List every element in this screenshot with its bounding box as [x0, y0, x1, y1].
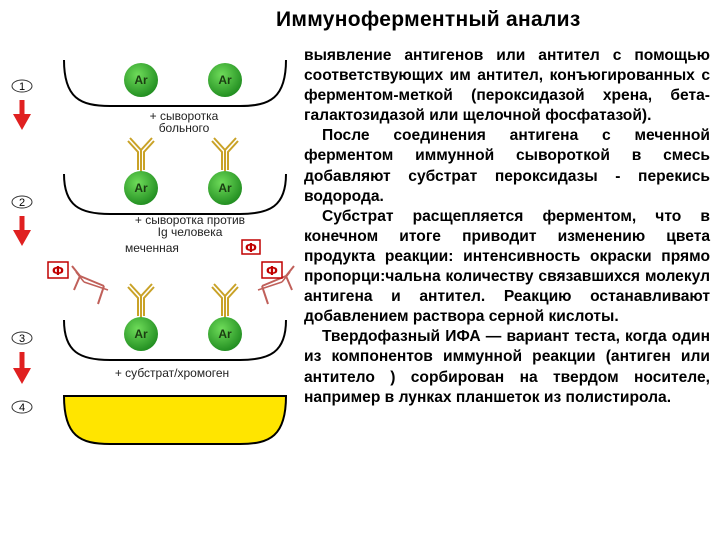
- svg-text:Ar: Ar: [218, 181, 232, 195]
- svg-text:Ar: Ar: [218, 73, 232, 87]
- step-marker-1: 1: [11, 79, 33, 93]
- paragraph-substrate: После соединения антигена с меченной фер…: [304, 127, 710, 205]
- svg-text:4: 4: [19, 402, 25, 414]
- antigen-2a: Ar: [124, 171, 158, 205]
- step-arrow-3: [13, 352, 31, 384]
- label-substrate: + субстрат/хромоген: [115, 366, 229, 380]
- antibody-3a: [127, 283, 155, 319]
- svg-text:Ar: Ar: [218, 327, 232, 341]
- antigen-2b: Ar: [208, 171, 242, 205]
- svg-text:Ar: Ar: [134, 327, 148, 341]
- well-4-chromogen: [62, 395, 288, 445]
- label-labeled: меченная: [125, 241, 179, 255]
- paragraph-definition: выявление антигенов или антител с помощь…: [304, 47, 710, 125]
- label-antiserum-1: + сыворотка против: [135, 213, 245, 227]
- svg-text:3: 3: [19, 333, 25, 345]
- antigen-3b: Ar: [208, 317, 242, 351]
- step-marker-4: 4: [11, 400, 33, 414]
- paragraph-color-change: Субстрат расщепляется ферментом, что в к…: [304, 207, 710, 326]
- paragraph-solid-phase: Твердофазный ИФА — вариант теста, когда …: [304, 328, 710, 406]
- svg-text:Ar: Ar: [134, 181, 148, 195]
- step-arrow-2: [13, 216, 31, 246]
- step-arrow-1: [13, 100, 31, 130]
- enzyme-tag-legend: Ф: [241, 239, 261, 255]
- svg-text:Ф: Ф: [245, 241, 257, 255]
- antibody-2a: [127, 137, 155, 173]
- label-patient-serum-1: + сыворотка: [150, 109, 219, 123]
- svg-text:Ф: Ф: [266, 264, 278, 278]
- well-1: [63, 59, 287, 107]
- enzyme-antibody-3b: Ф: [257, 261, 295, 305]
- antigen-1b: Ar: [208, 63, 242, 97]
- label-antiserum-2: Ig человека: [158, 225, 223, 239]
- slide-title: Иммуноферментный анализ: [276, 8, 581, 31]
- well-2: [63, 173, 287, 215]
- antigen-1a: Ar: [124, 63, 158, 97]
- svg-text:2: 2: [19, 197, 25, 209]
- step-marker-3: 3: [11, 331, 33, 345]
- svg-text:Ф: Ф: [52, 264, 64, 278]
- well-3: [63, 319, 287, 361]
- step-marker-2: 2: [11, 195, 33, 209]
- antibody-2b: [211, 137, 239, 173]
- antibody-3b: [211, 283, 239, 319]
- antigen-3a: Ar: [124, 317, 158, 351]
- label-patient-serum-2: больного: [159, 121, 210, 135]
- body-text: выявление антигенов или антител с помощь…: [304, 46, 710, 408]
- elisa-diagram: 1 2 3 4 Ar Ar + сыворотка больного: [11, 59, 295, 445]
- svg-text:Ar: Ar: [134, 73, 148, 87]
- svg-text:1: 1: [19, 81, 25, 93]
- enzyme-antibody-3a: Ф: [47, 261, 109, 305]
